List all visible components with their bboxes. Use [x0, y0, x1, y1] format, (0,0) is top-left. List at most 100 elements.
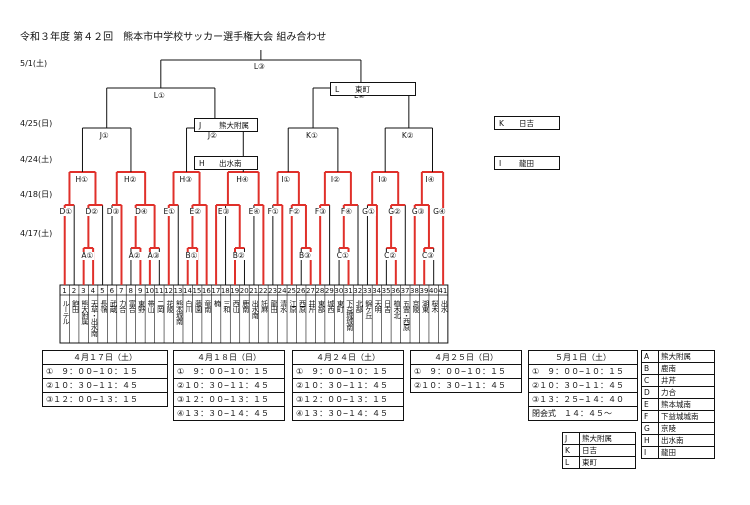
team-number: 37	[400, 287, 410, 295]
team-name: 花陵	[166, 300, 175, 312]
schedule-date: ４月１８日（日）	[173, 350, 285, 365]
venue-box-j: J 熊大附属	[194, 118, 258, 132]
schedule-slot: ① ９：００−１０：１５	[292, 364, 404, 379]
legend-venue: 東町	[579, 456, 636, 469]
legend-key: H	[641, 434, 659, 447]
legend-venue: 鹿南	[658, 362, 715, 375]
team-name: 下益城城南	[345, 300, 354, 330]
venue-name: 出水南	[219, 158, 242, 168]
venue-box-l: L 東町	[330, 82, 416, 96]
team-number: 22	[258, 287, 268, 295]
team-number: 11	[154, 287, 164, 295]
team-number: 20	[239, 287, 249, 295]
team-name: 井芹	[307, 300, 316, 312]
legend-key: K	[562, 444, 580, 457]
match-label-h1: H①	[74, 175, 89, 184]
schedule-slot: ① ９：００−１０：１５	[173, 364, 285, 379]
team-number: 12	[164, 287, 173, 295]
schedule-date: ４月２５日（日）	[410, 350, 522, 365]
match-label-e2: E②	[188, 207, 202, 216]
match-label-j2: J②	[206, 131, 218, 140]
team-number: 29	[324, 287, 334, 295]
legend-key: C	[641, 374, 659, 387]
venue-box-i: I 龍田	[494, 156, 560, 170]
team-number: 33	[362, 287, 372, 295]
team-number: 10	[145, 287, 155, 295]
venue-key: L	[335, 84, 340, 94]
team-number: 35	[381, 287, 391, 295]
team-name: 東部	[317, 300, 326, 312]
team-name: 天明	[374, 300, 383, 312]
team-name: 桜木	[430, 300, 439, 312]
page-title: 令和３年度 第４２回 熊本市中学校サッカー選手権大会 組み合わせ	[20, 32, 327, 43]
schedule-slot: ④１３：３０−１４：４５	[173, 406, 285, 421]
team-number: 38	[410, 287, 419, 295]
legend-venue: 日吉	[579, 444, 636, 457]
match-label-a3: A③	[146, 251, 161, 260]
team-name: 三和	[222, 300, 231, 312]
team-name: 長嶺	[99, 300, 108, 312]
legend-venue: 龍田	[658, 446, 715, 459]
match-label-f4: F④	[339, 207, 353, 216]
schedule-slot: ③１２：００−１３：１５	[292, 392, 404, 407]
schedule-slot: ③１２：００−１３：１５	[42, 392, 168, 407]
match-label-f1: F①	[266, 207, 280, 216]
match-label-d4: D④	[134, 207, 149, 216]
venue-key: J	[199, 120, 202, 130]
date-label-may1: 5/1(土)	[20, 59, 48, 68]
match-label-j1: J①	[98, 131, 110, 140]
match-label-e1: E①	[162, 207, 176, 216]
team-name: 二岡	[156, 300, 165, 312]
venue-name: 龍田	[519, 158, 534, 168]
schedule-date: ４月１７日（土）	[42, 350, 168, 365]
match-label-g1: G①	[361, 207, 376, 216]
match-label-l3: L③	[252, 62, 266, 71]
team-number: 1	[62, 287, 67, 295]
schedule-slot: ②１０：３０−１１：４５	[42, 378, 168, 393]
team-number: 40	[428, 287, 438, 295]
team-name: 江原	[289, 300, 298, 312]
schedule-slot: ① ９：００−１０：１５	[42, 364, 168, 379]
venue-key: K	[499, 118, 504, 128]
venue-name: 東町	[355, 84, 370, 94]
team-number: 34	[372, 287, 382, 295]
venue-name: 日吉	[519, 118, 534, 128]
team-name: 竜南	[203, 300, 212, 312]
venue-box-k: K 日吉	[494, 116, 560, 130]
team-number: 6	[109, 287, 115, 295]
schedule-slot: ②１０：３０−１１：４５	[173, 378, 285, 393]
team-name: 城西	[326, 300, 335, 312]
team-name: 五霊・西原	[402, 300, 411, 330]
team-number: 32	[353, 287, 363, 295]
team-name: 北部	[355, 300, 364, 312]
team-name: 龍田	[270, 300, 279, 312]
legend-venue: 井芹	[658, 374, 715, 387]
team-number: 26	[296, 287, 306, 295]
match-label-i1: I①	[280, 175, 292, 184]
schedule-slot: ②１０：３０−１１：４５	[292, 378, 404, 393]
team-name: 託麻	[260, 300, 269, 312]
match-label-k2: K②	[400, 131, 415, 140]
team-name: 熊本城南	[175, 300, 184, 324]
team-name: 東野	[137, 300, 146, 312]
schedule-slot: ④１３：３０−１４：４５	[292, 406, 404, 421]
schedule-apr17: ４月１７日（土） ① ９：００−１０：１５ ②１０：３０−１１：４５ ③１２：０…	[42, 350, 168, 407]
team-number: 21	[249, 287, 259, 295]
legend-venue: 熊本城南	[658, 398, 715, 411]
match-label-a1: A①	[80, 251, 95, 260]
team-number: 41	[438, 287, 448, 295]
team-number: 39	[419, 287, 429, 295]
match-label-e4: E④	[247, 207, 262, 216]
legend-key: G	[641, 422, 659, 435]
schedule-slot: ③１２：００−１３：１５	[173, 392, 285, 407]
venue-name: 熊大附属	[219, 120, 249, 130]
legend-venue: 熊大附属	[658, 350, 715, 363]
team-number: 31	[343, 287, 353, 295]
legend-key: B	[641, 362, 659, 375]
team-name: 日吉	[383, 300, 392, 312]
team-name: 飽田	[71, 300, 80, 312]
match-label-d1: D①	[58, 207, 73, 216]
team-number: 7	[119, 287, 124, 295]
